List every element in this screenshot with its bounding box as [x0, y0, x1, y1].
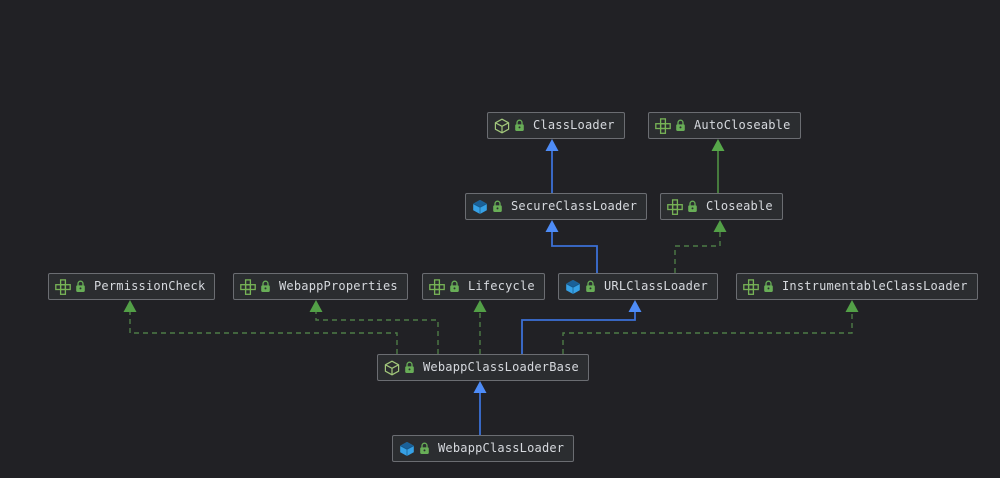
arrowhead-WebappClassLoaderBase-to-Lifecycle — [473, 300, 487, 312]
lock-icon — [675, 119, 686, 132]
arrowhead-Closeable-to-AutoCloseable — [711, 139, 725, 151]
lock-icon — [404, 361, 415, 374]
arrowhead-WebappClassLoaderBase-to-PermissionCheck — [123, 300, 137, 312]
lock-icon — [260, 280, 271, 293]
class-node-InstrumentableClassLoader[interactable]: InstrumentableClassLoader — [736, 273, 978, 300]
class-node-ClassLoader[interactable]: ClassLoader — [487, 112, 625, 139]
lock-icon — [687, 200, 698, 213]
class-node-Closeable[interactable]: Closeable — [660, 193, 783, 220]
class-name-label: SecureClassLoader — [511, 199, 638, 213]
interface-icon — [667, 198, 683, 215]
arrowhead-WebappClassLoaderBase-to-URLClassLoader — [628, 300, 642, 312]
class-icon — [472, 199, 488, 215]
lock-icon — [585, 280, 596, 293]
edge-URLClassLoader-implements-Closeable — [674, 231, 721, 273]
lock-icon — [514, 119, 525, 132]
interface-icon — [743, 278, 759, 295]
class-name-label: WebappProperties — [279, 279, 398, 293]
abstract-class-icon — [494, 118, 510, 134]
class-node-AutoCloseable[interactable]: AutoCloseable — [648, 112, 801, 139]
class-name-label: Lifecycle — [468, 279, 535, 293]
class-name-label: InstrumentableClassLoader — [782, 279, 968, 293]
class-node-SecureClassLoader[interactable]: SecureClassLoader — [465, 193, 648, 220]
interface-icon — [240, 278, 256, 295]
class-name-label: ClassLoader — [533, 118, 615, 132]
lock-icon — [492, 200, 503, 213]
lock-icon — [449, 280, 460, 293]
class-node-WebappProperties[interactable]: WebappProperties — [233, 273, 408, 300]
arrowhead-WebappClassLoaderBase-to-WebappProperties — [309, 300, 323, 312]
class-name-label: AutoCloseable — [694, 118, 791, 132]
class-name-label: WebappClassLoaderBase — [423, 360, 579, 374]
interface-icon — [55, 278, 71, 295]
class-node-WebappClassLoader[interactable]: WebappClassLoader — [392, 435, 575, 462]
arrowhead-URLClassLoader-to-Closeable — [713, 220, 727, 232]
arrowhead-SecureClassLoader-to-ClassLoader — [545, 139, 559, 151]
edge-WebappClassLoaderBase-implements-PermissionCheck — [129, 311, 398, 354]
class-name-label: URLClassLoader — [604, 279, 708, 293]
class-node-WebappClassLoaderBase[interactable]: WebappClassLoaderBase — [377, 354, 589, 381]
class-icon — [565, 279, 581, 295]
edge-URLClassLoader-extends-class-SecureClassLoader — [551, 231, 598, 273]
class-node-PermissionCheck[interactable]: PermissionCheck — [48, 273, 216, 300]
class-name-label: Closeable — [706, 199, 773, 213]
class-name-label: PermissionCheck — [94, 279, 206, 293]
class-node-Lifecycle[interactable]: Lifecycle — [422, 273, 545, 300]
class-node-URLClassLoader[interactable]: URLClassLoader — [558, 273, 718, 300]
edge-WebappClassLoaderBase-implements-InstrumentableClassLoader — [562, 311, 853, 354]
arrowhead-WebappClassLoaderBase-to-InstrumentableClassLoader — [845, 300, 859, 312]
lock-icon — [419, 442, 430, 455]
lock-icon — [75, 280, 86, 293]
lock-icon — [763, 280, 774, 293]
edge-WebappClassLoaderBase-implements-WebappProperties — [315, 311, 439, 354]
arrowhead-WebappClassLoader-to-WebappClassLoaderBase — [473, 381, 487, 393]
interface-icon — [429, 278, 445, 295]
arrowhead-URLClassLoader-to-SecureClassLoader — [545, 220, 559, 232]
class-icon — [399, 441, 415, 457]
class-name-label: WebappClassLoader — [438, 441, 565, 455]
edge-WebappClassLoaderBase-extends-class-URLClassLoader — [521, 311, 636, 354]
interface-icon — [655, 117, 671, 134]
abstract-class-icon — [384, 360, 400, 376]
